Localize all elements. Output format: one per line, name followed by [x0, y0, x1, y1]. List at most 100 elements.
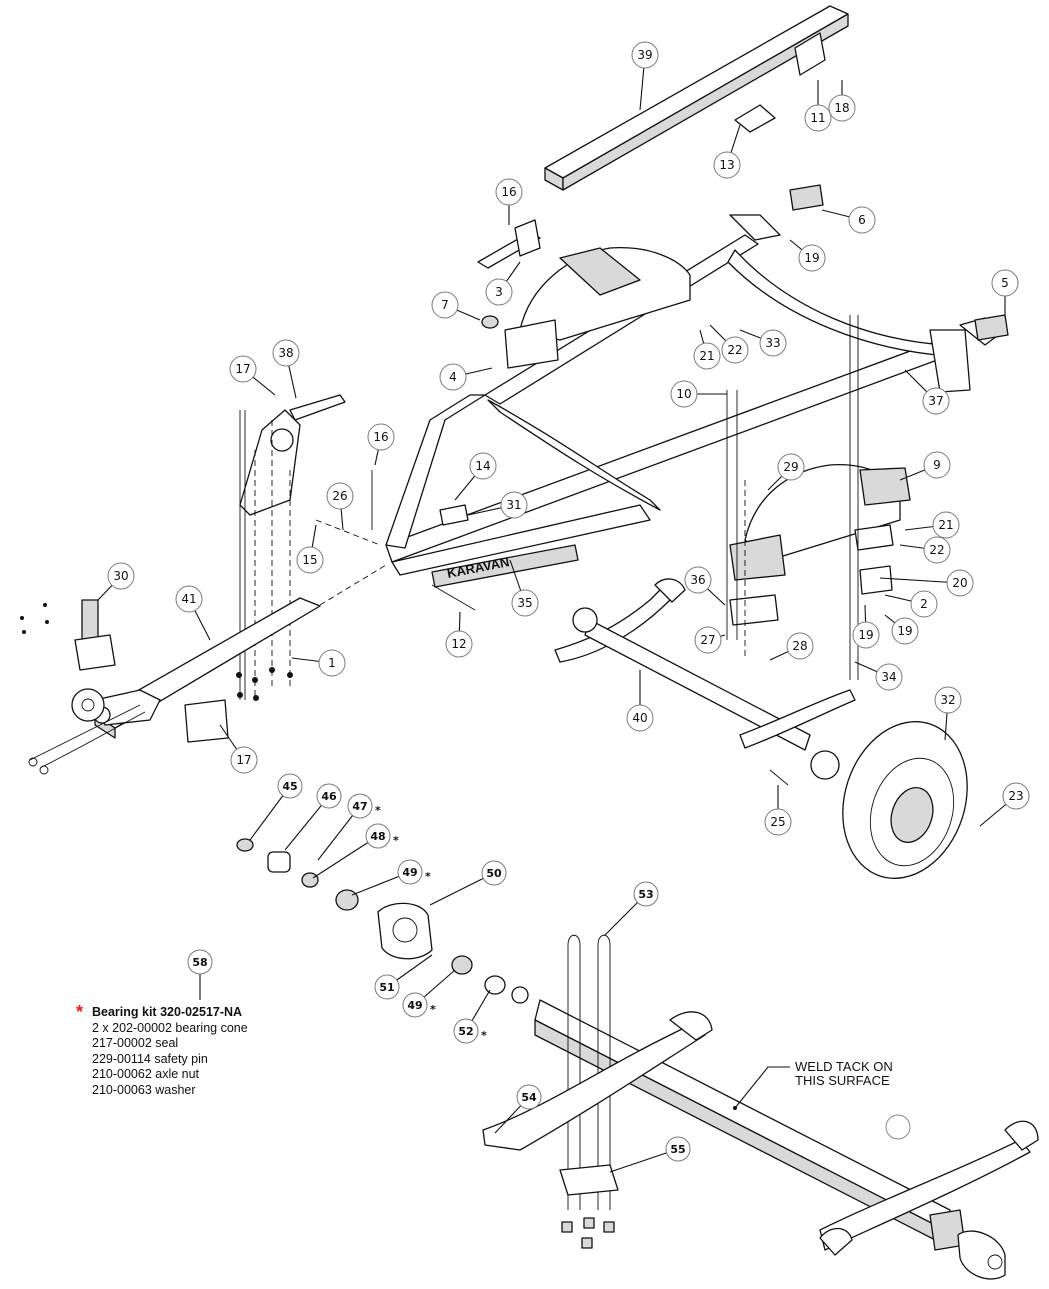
kit-asterisk: *: [76, 1002, 84, 1022]
callout-34: 34: [854, 661, 903, 691]
callout-circle: [665, 1136, 691, 1162]
callout-circle: [230, 746, 258, 774]
callout-number: 11: [810, 111, 825, 125]
callout-number: 2: [920, 597, 928, 611]
callout-12: 12: [445, 611, 473, 658]
callout-number: 53: [638, 888, 653, 901]
callout-number: 49: [402, 866, 417, 879]
callout-circle: [187, 949, 213, 975]
callout-21a: 21: [693, 329, 721, 370]
callout-number: 25: [770, 815, 785, 829]
callout-number: 46: [321, 790, 337, 803]
callout-22a: 22: [709, 324, 749, 364]
callout-circle: [923, 536, 951, 564]
callout-kit-asterisk: *: [430, 1003, 436, 1016]
callout-58: 58: [187, 949, 213, 1000]
callout-3: 3: [485, 261, 521, 306]
kit-line-4: 210-00062 axle nut: [92, 1067, 200, 1081]
callout-circle: [991, 269, 1019, 297]
callout-number: 48: [370, 830, 385, 843]
callout-circle: [445, 630, 473, 658]
callout-53: 53: [604, 881, 659, 936]
callout-number: 45: [282, 780, 297, 793]
callout-number: 15: [302, 553, 317, 567]
callout-circle: [365, 823, 391, 849]
brackets-fasteners: [315, 104, 1009, 680]
callout-19b: 19: [852, 604, 880, 649]
callout-28: 28: [769, 632, 814, 661]
callout-circle: [439, 363, 467, 391]
callout-16b: 16: [367, 423, 395, 466]
callout-number: 33: [765, 336, 780, 350]
callout-9: 9: [899, 451, 951, 481]
callout-number: 54: [521, 1091, 537, 1104]
axle-assembly: [554, 578, 968, 879]
callout-number: 1: [328, 656, 336, 670]
callout-number: 21: [699, 349, 714, 363]
callout-circle: [670, 380, 698, 408]
callout-35: 35: [509, 559, 539, 617]
callout-circle: [633, 881, 659, 907]
callout-circle: [347, 793, 373, 819]
callout-50: 50: [429, 860, 507, 906]
callout-number: 14: [475, 459, 490, 473]
callout-46: 46: [284, 783, 342, 851]
callout-17b: 17: [219, 724, 258, 774]
callout-kit-asterisk: *: [425, 870, 431, 883]
callout-number: 55: [670, 1143, 685, 1156]
bearing-kit-note: * Bearing kit 320-02517-NA 2 x 202-00002…: [76, 1002, 328, 1098]
callout-number: 13: [719, 158, 734, 172]
callout-54: 54: [494, 1084, 542, 1134]
callout-38: 38: [272, 339, 300, 399]
callout-23: 23: [979, 782, 1030, 827]
callout-26: 26: [326, 482, 354, 531]
callout-circle: [469, 452, 497, 480]
callout-15: 15: [296, 524, 324, 574]
callout-number: 4: [449, 370, 457, 384]
callout-10: 10: [670, 380, 727, 408]
callout-number: 39: [637, 48, 652, 62]
callout-40: 40: [626, 670, 654, 732]
callout-number: 31: [506, 498, 521, 512]
callout-39: 39: [631, 41, 659, 111]
callout-circle: [367, 423, 395, 451]
kit-line-3: 229-00114 safety pin: [92, 1051, 208, 1066]
callout-number: 27: [700, 633, 715, 647]
callout-1: 1: [291, 649, 346, 677]
callout-number: 38: [278, 346, 293, 360]
callout-number: 5: [1001, 276, 1009, 290]
callout-29: 29: [767, 453, 805, 491]
callout-kit-asterisk: *: [393, 834, 399, 847]
callout-37: 37: [904, 369, 950, 415]
callout-number: 36: [690, 573, 705, 587]
callout-33: 33: [739, 329, 787, 357]
weld-tack-note: WELD TACK ON THIS SURFACE: [795, 1060, 893, 1088]
callout-number: 19: [897, 624, 912, 638]
callout-circle: [175, 585, 203, 613]
callout-kit-asterisk: *: [481, 1029, 487, 1042]
callout-number: 9: [933, 458, 941, 472]
callout-7: 7: [431, 291, 481, 321]
callout-25: 25: [764, 785, 792, 836]
callout-49a: 49 *: [351, 859, 431, 896]
callout-circle: [852, 621, 880, 649]
callout-circle: [721, 336, 749, 364]
callout-number: 49: [407, 999, 422, 1012]
callout-number: 17: [235, 362, 250, 376]
callout-number: 3: [495, 285, 503, 299]
callout-21b: 21: [904, 511, 960, 539]
callout-27: 27: [694, 626, 726, 654]
callout-number: 35: [517, 596, 532, 610]
callout-number: 20: [952, 576, 967, 590]
callout-number: 30: [113, 569, 128, 583]
callout-number: 58: [192, 956, 207, 969]
callout-circle: [777, 453, 805, 481]
callout-number: 51: [379, 981, 394, 994]
callout-circle: [626, 704, 654, 732]
callout-2: 2: [884, 590, 938, 618]
callout-circle: [693, 342, 721, 370]
callout-circle: [932, 511, 960, 539]
callout-circle: [798, 244, 826, 272]
callout-18: 18: [828, 80, 856, 122]
